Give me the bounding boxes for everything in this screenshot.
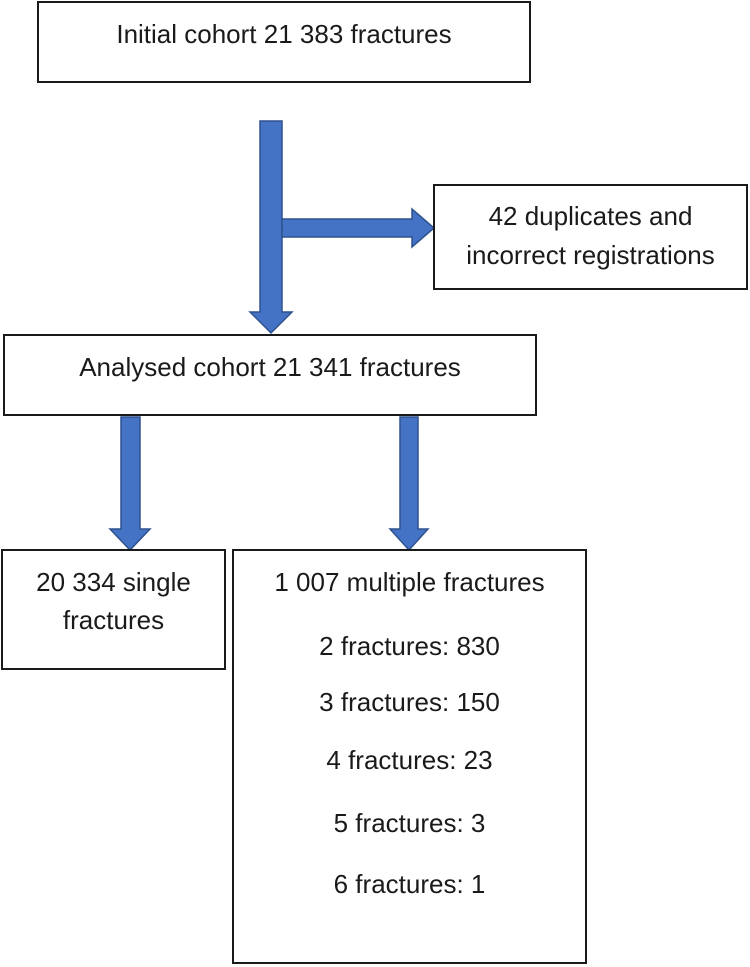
single-fractures-line2: fractures [62, 605, 165, 635]
multiple-fractures-box: 1 007 multiple fractures 2 fractures: 83… [232, 549, 587, 964]
excluded-label-line1: 42 duplicates and [488, 201, 693, 231]
arrow-analysed-to-multiple [388, 416, 430, 552]
single-fractures-line1: 20 334 single [36, 567, 191, 597]
breakdown-item: 2 fractures: 830 [319, 631, 500, 661]
excluded-label-line2: incorrect registrations [466, 240, 715, 270]
multiple-fractures-title: 1 007 multiple fractures [274, 567, 545, 597]
initial-cohort-label: Initial cohort 21 383 fractures [116, 19, 452, 49]
analysed-cohort-box: Analysed cohort 21 341 fractures [3, 334, 537, 416]
breakdown-item: 5 fractures: 3 [333, 808, 486, 838]
analysed-cohort-label: Analysed cohort 21 341 fractures [79, 352, 461, 382]
excluded-box: 42 duplicates and incorrect registration… [433, 184, 748, 290]
breakdown-item: 3 fractures: 150 [319, 687, 500, 717]
single-fractures-box: 20 334 single fractures [1, 549, 226, 670]
initial-cohort-box: Initial cohort 21 383 fractures [37, 1, 531, 83]
arrow-to-excluded [281, 207, 436, 249]
breakdown-item: 4 fractures: 23 [326, 745, 493, 775]
breakdown-item: 6 fractures: 1 [333, 869, 486, 899]
arrow-analysed-to-single [108, 416, 152, 552]
arrow-initial-to-analysed [248, 120, 294, 335]
